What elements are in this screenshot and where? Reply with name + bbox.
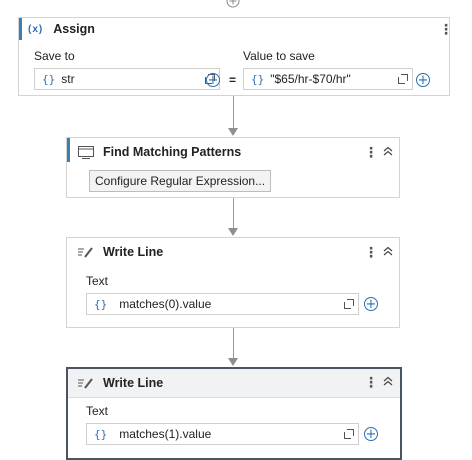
more-options-icon[interactable]: ⋮ [439,21,453,37]
value-plus-icon[interactable]: + [416,73,430,88]
find-matching-patterns-card[interactable]: Find Matching Patterns ⋮ Configure Regul… [66,137,400,198]
variable-icon: (x) [28,23,44,35]
connector-line [233,96,234,130]
expression-braces-icon: {} [94,297,108,311]
activity-title: Write Line [103,245,164,259]
activity-title: Find Matching Patterns [103,145,242,159]
expression-braces-icon: {} [251,72,265,86]
expand-editor-icon[interactable] [344,299,354,309]
more-options-icon[interactable]: ⋮ [364,244,378,260]
collapse-chevron-icon[interactable] [383,246,393,256]
connector-line [233,328,234,360]
pattern-icon [78,145,94,159]
save-to-plus-icon[interactable]: + [206,73,220,88]
value-to-save-value[interactable]: "$65/hr-$70/hr" [270,72,351,86]
text-plus-icon[interactable]: + [364,427,378,442]
text-field[interactable]: {} matches(1).value [86,423,359,445]
expression-braces-icon: {} [42,72,56,86]
text-label: Text [86,274,109,288]
collapse-chevron-icon[interactable] [383,376,393,386]
connector-arrow [228,358,238,366]
text-plus-icon[interactable]: + [364,297,378,312]
add-activity-top-icon[interactable] [226,0,240,8]
save-to-field[interactable]: {} str [34,68,220,90]
connector-line [233,198,234,230]
value-to-save-label: Value to save [243,49,315,63]
collapse-chevron-icon[interactable] [383,146,393,156]
activity-title: Write Line [103,376,164,390]
configure-regex-button[interactable]: Configure Regular Expression... [89,170,272,192]
assign-activity-card[interactable]: (x) Assign ⋮ Save to {} str + = Value to… [18,17,453,96]
equals-sign: = [229,73,237,87]
connector-arrow [228,128,238,136]
save-to-value[interactable]: str [61,72,75,86]
activity-accent-bar [67,138,70,162]
value-to-save-field[interactable]: {} "$65/hr-$70/hr" [243,68,413,90]
more-options-icon[interactable]: ⋮ [364,374,378,390]
text-label: Text [86,404,109,418]
text-field[interactable]: {} matches(0).value [86,293,359,315]
write-line-icon [78,246,94,258]
connector-arrow [228,228,238,236]
text-field-value[interactable]: matches(1).value [119,427,212,441]
more-options-icon[interactable]: ⋮ [364,144,378,160]
write-line-icon [78,377,94,389]
expand-editor-icon[interactable] [398,74,408,84]
text-field-value[interactable]: matches(0).value [119,297,212,311]
activity-title: Assign [53,22,95,36]
write-line-card-1[interactable]: Write Line ⋮ Text {} matches(0).value + [66,237,400,328]
activity-accent-bar [19,18,22,40]
expression-braces-icon: {} [94,427,108,441]
write-line-card-2[interactable]: Write Line ⋮ Text {} matches(1).value + [66,367,402,460]
expand-editor-icon[interactable] [344,429,354,439]
save-to-label: Save to [34,49,75,63]
